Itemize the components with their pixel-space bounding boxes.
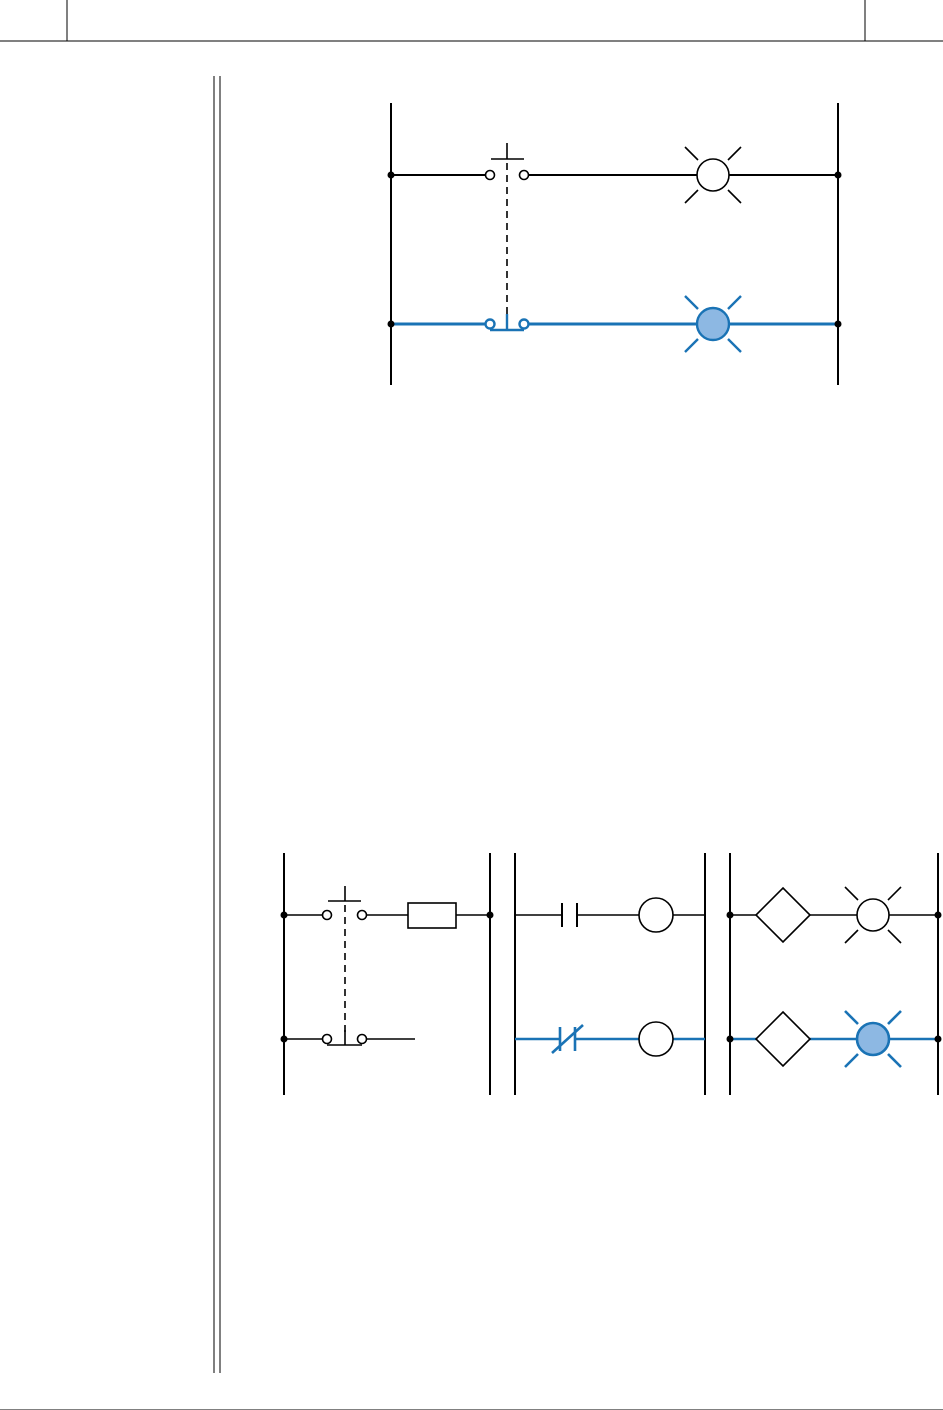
pushbutton-nc-icon	[486, 314, 529, 330]
ladder-hardwired	[281, 853, 494, 1095]
pushbutton-no-icon	[323, 886, 367, 920]
no-contact-icon	[562, 903, 577, 927]
junction-dot	[388, 321, 395, 328]
rung-1	[388, 143, 842, 203]
coil-icon	[639, 1022, 673, 1056]
junction-dot	[835, 321, 842, 328]
junction-dot	[935, 1036, 942, 1043]
ladder-output	[727, 853, 942, 1095]
coil-icon	[639, 898, 673, 932]
input-module-box	[408, 903, 456, 928]
ladder-top	[388, 103, 842, 385]
ladder-program	[515, 853, 705, 1095]
pushbutton-nc-icon	[323, 1030, 367, 1045]
rung-2-energized	[391, 296, 838, 352]
output-module-diamond-icon	[756, 888, 810, 942]
pushbutton-no-icon	[486, 143, 529, 180]
rung-2-energized	[515, 1025, 705, 1053]
page-header	[0, 0, 943, 41]
margin-double-rule	[214, 76, 220, 1373]
junction-dot	[835, 172, 842, 179]
junction-dot	[727, 1036, 734, 1043]
output-module-diamond-icon	[756, 1012, 810, 1066]
